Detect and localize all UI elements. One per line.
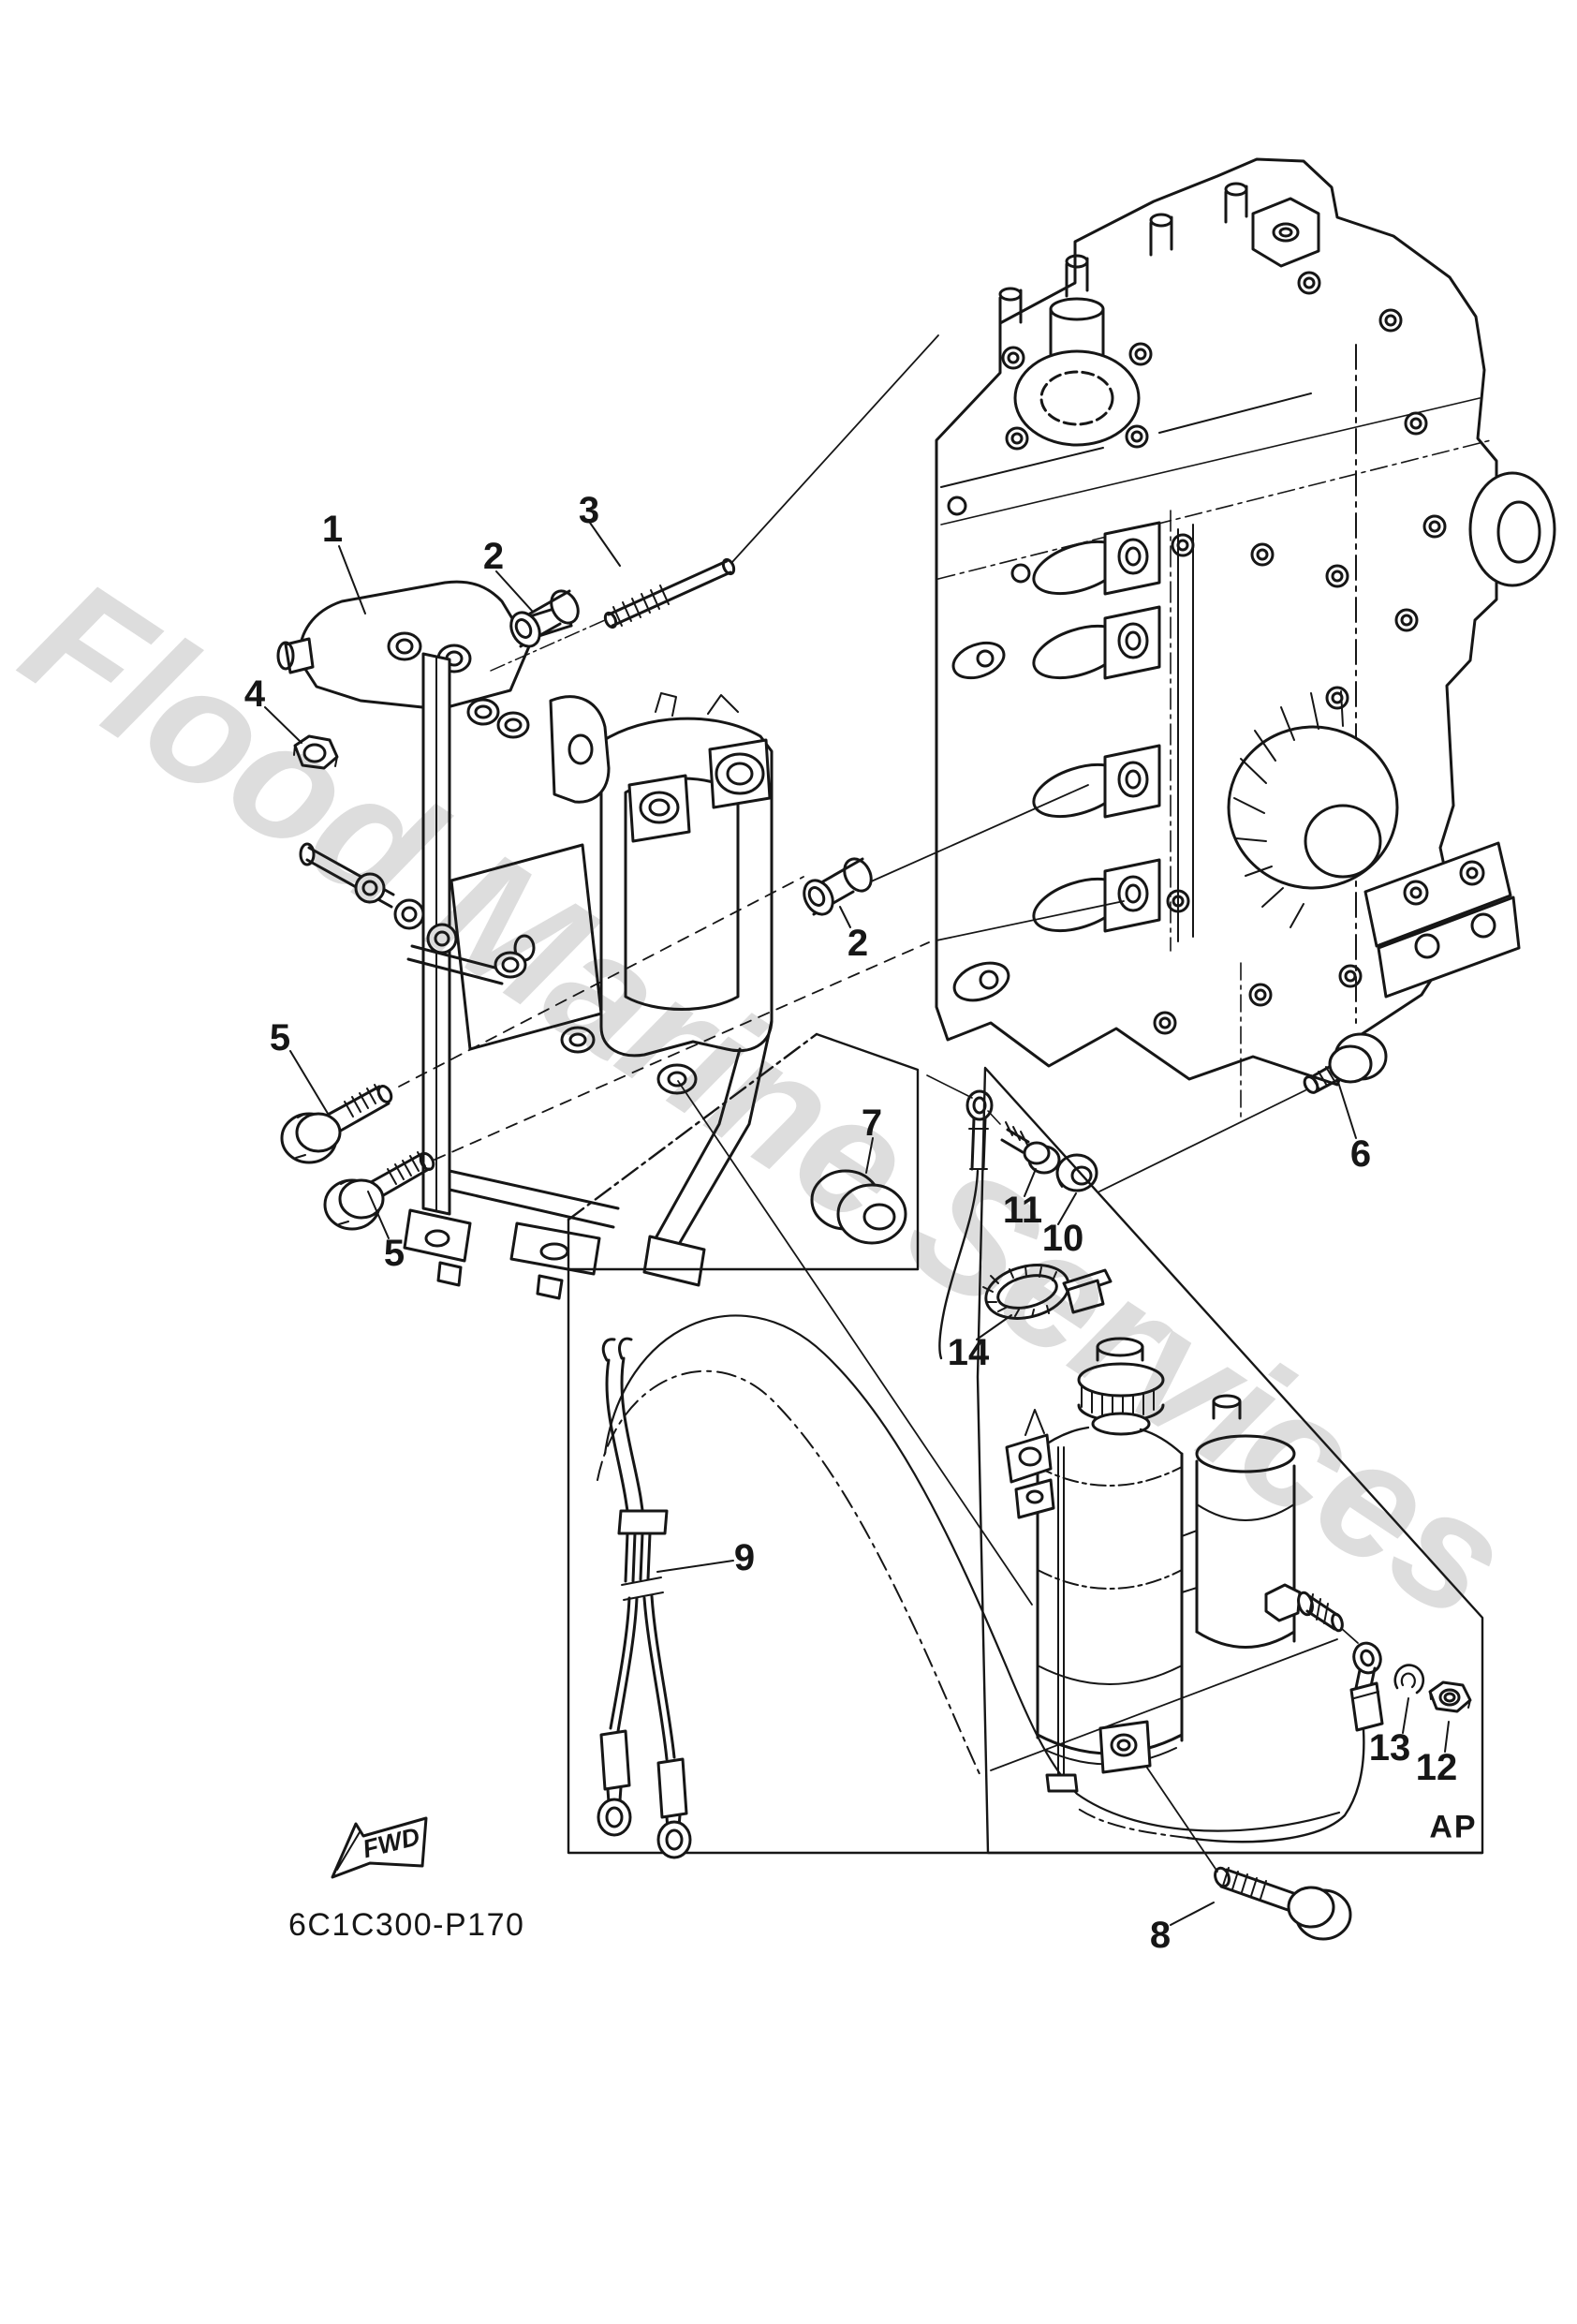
callout-4: 4 <box>243 674 266 715</box>
callout-8: 8 <box>1149 1915 1172 1956</box>
callout-2b: 2 <box>847 923 869 964</box>
nut-4 <box>294 736 337 768</box>
callout-leaders <box>265 523 1449 1925</box>
callout-6: 6 <box>1349 1133 1372 1175</box>
detail-box-7 <box>568 1034 1111 1358</box>
bolt-6 <box>1302 1034 1386 1095</box>
bolt-5a <box>282 1084 394 1162</box>
starter-solenoid <box>1182 1396 1358 1648</box>
solenoid-cable <box>1077 1639 1385 1842</box>
collar-2b <box>799 854 877 919</box>
callout-5b: 5 <box>383 1233 405 1274</box>
bracket-assembly <box>278 582 772 1298</box>
wire-box <box>568 1269 1482 1858</box>
stud-3 <box>603 558 736 629</box>
drawing-code: 6C1C300-P170 <box>288 1907 525 1943</box>
callout-11: 11 <box>1002 1190 1043 1231</box>
grommet-7 <box>812 1171 906 1243</box>
fwd-arrow: FWD <box>332 1818 426 1877</box>
callout-5a: 5 <box>269 1017 291 1058</box>
view-code-label: AP <box>1429 1809 1478 1845</box>
callout-3: 3 <box>578 490 600 531</box>
starter-motor <box>1007 1339 1182 1791</box>
collar-2a <box>506 586 583 651</box>
wire-harness-9 <box>598 1339 690 1858</box>
callout-1: 1 <box>321 509 344 550</box>
clamp-14 <box>980 1257 1111 1326</box>
callout-10: 10 <box>1041 1218 1084 1259</box>
ring-terminal <box>927 1075 1000 1358</box>
fasteners <box>282 335 1386 1939</box>
starter-box <box>978 1068 1482 1853</box>
callout-7: 7 <box>861 1103 883 1144</box>
callout-2a: 2 <box>482 536 505 577</box>
nut-12 <box>1430 1682 1470 1711</box>
engine-block <box>936 159 1555 1119</box>
bolt-11 <box>1002 1122 1059 1173</box>
washer-13 <box>1395 1665 1423 1693</box>
callout-9: 9 <box>733 1537 756 1578</box>
bolt-5b <box>325 1151 436 1229</box>
callout-12: 12 <box>1415 1747 1458 1788</box>
callout-14: 14 <box>947 1332 990 1373</box>
callout-13: 13 <box>1368 1727 1411 1769</box>
bolt-8 <box>1213 1866 1350 1939</box>
